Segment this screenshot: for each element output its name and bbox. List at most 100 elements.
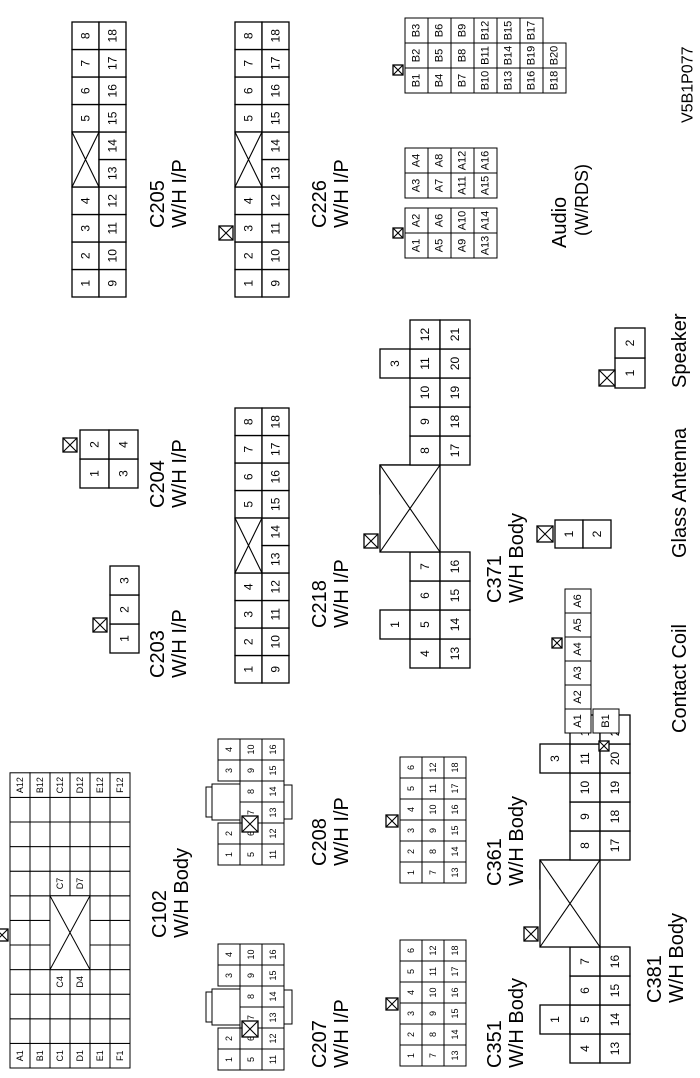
pin-label: A1 <box>15 1050 25 1061</box>
pin-label: 13 <box>450 867 460 877</box>
pin-label: 16 <box>448 560 462 574</box>
pin-cell <box>614 327 646 359</box>
pin-cell <box>89 870 111 897</box>
pin-label: 13 <box>450 1050 460 1060</box>
pin-label: 17 <box>450 783 460 793</box>
pin-label: 1 <box>242 280 256 287</box>
pin-label: 12 <box>269 194 283 208</box>
pin-label: 10 <box>269 635 283 649</box>
connector-subtitle: (W/RDS) <box>572 164 592 236</box>
pin-cell <box>439 551 471 582</box>
pin-label: 8 <box>242 32 256 39</box>
pin-label: A11 <box>457 176 469 195</box>
pin-label: 7 <box>242 60 256 67</box>
cavity-cross <box>234 131 263 188</box>
pin-cell <box>108 429 139 460</box>
pin-cell <box>109 821 131 848</box>
pin-label: B14 <box>503 46 515 66</box>
pin-cell <box>89 895 111 921</box>
cavity-cross <box>523 926 539 942</box>
pin-label: B6 <box>434 24 446 37</box>
pin-cell <box>261 21 290 51</box>
connector-subtitle: W/H Body <box>506 796 528 886</box>
pin-label: 7 <box>79 60 93 67</box>
pin-label: 2 <box>224 831 234 836</box>
pin-label: 15 <box>450 1008 460 1018</box>
pin-label: 16 <box>268 949 278 959</box>
pin-label: C1 <box>55 1050 65 1062</box>
connector-subtitle: W/H I/P <box>169 609 191 678</box>
pin-cell <box>473 147 498 174</box>
cavity-cross <box>539 859 601 948</box>
pin-label: 2 <box>79 252 93 259</box>
connector-title: C381 <box>644 955 666 1003</box>
pin-cell <box>69 796 91 823</box>
pin-label: 4 <box>578 1045 592 1052</box>
pin-label: A6 <box>434 214 446 227</box>
cavity-cross <box>536 525 554 543</box>
pin-label: C7 <box>55 878 65 890</box>
pin-label: 2 <box>406 1032 416 1037</box>
pin-cell <box>109 919 131 946</box>
pin-label: 13 <box>269 552 283 566</box>
cavity-cross <box>598 740 610 752</box>
pin-label: D7 <box>75 878 85 890</box>
pin-cell <box>9 993 31 1020</box>
pin-label: B12 <box>35 777 45 793</box>
pin-label: 15 <box>268 765 278 775</box>
pin-label: 12 <box>428 762 438 772</box>
pin-cell <box>89 796 111 823</box>
pin-label: B10 <box>480 71 492 91</box>
connector-c371: 123456789101112131415161718192021 <box>363 319 471 669</box>
pin-label: 3 <box>79 225 93 232</box>
pin-label: 9 <box>269 280 283 287</box>
pin-label: 11 <box>106 222 120 235</box>
pin-cell <box>564 588 592 614</box>
pin-cell <box>9 821 31 848</box>
pin-label: 4 <box>406 990 416 995</box>
pin-label: 3 <box>118 577 132 584</box>
pin-label: 17 <box>450 966 460 976</box>
connector-subtitle: W/H Body <box>506 978 528 1068</box>
pin-label: 15 <box>106 111 120 125</box>
pin-label: 14 <box>450 846 460 856</box>
pin-label: 18 <box>608 810 622 824</box>
pin-label: 1 <box>242 666 256 673</box>
pin-cell <box>89 821 111 848</box>
pin-label: 6 <box>406 948 416 953</box>
pin-label: 13 <box>608 1042 622 1056</box>
pin-label: A3 <box>411 179 423 192</box>
connector-subtitle: W/H I/P <box>169 439 191 508</box>
pin-label: 16 <box>450 987 460 997</box>
pin-label: 6 <box>242 473 256 480</box>
pin-label: 6 <box>578 987 592 994</box>
pin-label: 4 <box>242 197 256 204</box>
pin-label: 16 <box>450 804 460 814</box>
pin-label: A13 <box>480 236 492 256</box>
pin-label: 1 <box>623 369 637 376</box>
pin-label: 8 <box>79 32 93 39</box>
pin-label: B3 <box>411 24 423 37</box>
pin-label: B16 <box>526 71 538 91</box>
pin-label: B13 <box>503 71 515 91</box>
pin-label: 5 <box>246 852 256 857</box>
connector-subtitle: W/H I/P <box>331 797 353 866</box>
diagram-code-label: V5B1P077 <box>680 46 697 123</box>
connector-title: C207 <box>309 1020 331 1068</box>
pin-cell <box>29 969 51 995</box>
pin-label: B1 <box>600 714 612 727</box>
pin-label: D12 <box>75 777 85 794</box>
pin-cell <box>89 944 111 971</box>
pin-cell <box>49 796 71 823</box>
pin-label: 7 <box>246 1015 256 1020</box>
cavity-cross <box>392 227 404 239</box>
pin-cell <box>49 821 71 848</box>
pin-label: 16 <box>268 744 278 754</box>
cavity-cross <box>0 928 9 942</box>
